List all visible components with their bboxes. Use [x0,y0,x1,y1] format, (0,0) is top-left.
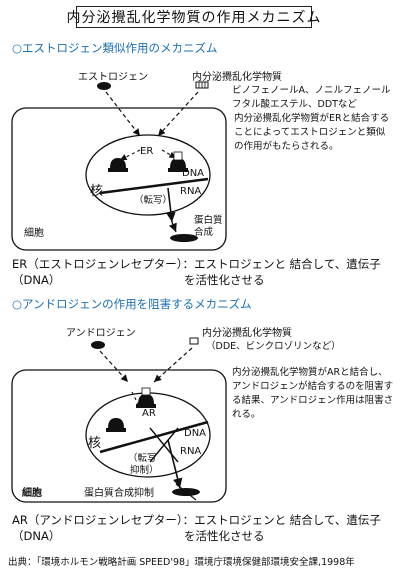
rna-arrow-1 [166,187,176,223]
estrogen-bind-arrow-1 [119,149,141,161]
source-citation: 出典：「環境ホルモン戦略計画 SPEED'98」環境庁環境保健部環境安全課,19… [8,557,355,568]
edc-example-2: フタル酸エステル、DDTなど [232,99,357,110]
rna-label-2: RNA [180,446,202,457]
section1-note: 内分泌攪乱化学物質がERと結合することによってエストロジェンと類似の作用がもたら… [234,113,390,152]
protein-icon-1 [170,234,198,242]
edc-label-2: 内分泌攪乱化学物質 [202,328,292,339]
rna-arrow-2 [167,439,183,489]
androgen-molecule-icon [91,341,105,349]
androgen-label: アンドロジェン [66,328,136,339]
receptor-ar-label: AR [142,408,156,419]
edc-molecule-icon-2 [189,337,199,345]
transcription-label-2a: （転写 [128,453,157,464]
caption-1a: ER（エストロジェンレセプター）：エストロジェンと 結合して、遺伝子（DNA） [12,257,381,287]
protein-label-1a: 蛋白質 [194,215,223,226]
nucleus-label-1: 核 [90,184,104,199]
protein-label-1b: 合成 [194,227,214,238]
edc-example-1: ビノフェノールA、ノニルフェノール [232,85,391,96]
dna-label-1: DNA [182,168,205,179]
nucleus-label-2: 核 [88,436,102,451]
cell-label-2: 細胞 [22,488,42,499]
cell-membrane-2 [11,369,227,503]
dna-strand-1 [99,177,209,195]
transcription-label-1: （転写） [134,195,173,206]
receptor-estrogen-bound-icon [108,158,128,172]
receptor-free-icon [106,418,126,432]
rna-label-1: RNA [180,186,202,197]
cell-membrane-1 [11,107,227,251]
caption-1b: を活性化させる [184,273,265,287]
section2-heading: ○アンドロジェンの作用を阻害するメカニズム [12,297,252,311]
receptor-er-label: ER [140,146,154,157]
caption-2b: を活性化させる [184,529,265,543]
edc-label-1: 内分泌攪乱化学物質 [192,72,282,83]
section1-heading: ○エストロジェン類似作用のメカニズム [12,41,218,55]
dna-strand-2 [99,420,209,454]
caption-2a: AR（アンドロジェンレセプター）：エストロジェンと 結合して、遺伝子（DNA） [12,513,381,543]
protein-label-2: 蛋白質合成抑制 [84,488,154,499]
page-title: 内分泌攪乱化学物質の作用メカニズム [67,6,321,28]
transcription-label-2b: 抑制） [130,465,159,476]
section2-note: 内分泌攪乱化学物質がARと結合し、アンドロジェンが結合するのを阻害する結果、アン… [232,367,394,420]
edc-arrow-1 [157,91,199,137]
dna-label-2: DNA [184,428,207,439]
edc-examples-2: （DDE、ビンクロゾリンなど） [206,341,341,352]
receptor-edc-bound-icon [168,151,188,172]
estrogen-molecule-icon [97,82,111,90]
edc-arrow-2 [153,347,193,383]
androgen-arrow [99,350,129,383]
cell-label-1: 細胞 [24,228,44,239]
nucleus-1 [85,134,211,216]
estrogen-arrow-1 [105,91,141,137]
estrogen-label: エストロジェン [78,72,148,83]
receptor-ar-edc-bound-icon [136,387,156,408]
